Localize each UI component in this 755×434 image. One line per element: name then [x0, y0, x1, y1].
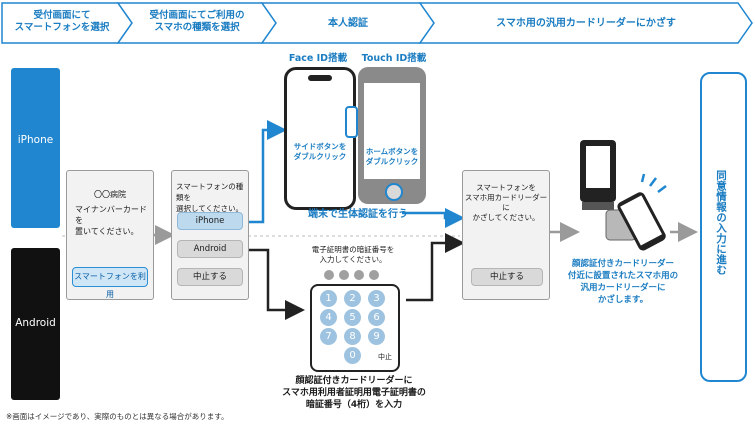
pin-key[interactable]: 5	[344, 309, 361, 326]
side-button-highlight	[345, 106, 358, 138]
iphone-row-bar	[11, 68, 60, 228]
pin-dots	[306, 270, 400, 280]
reception-screen-1: 〇〇病院 マイナンバーカードを 置いてください。 スマートフォンを利用	[66, 170, 154, 300]
face-id-phone: サイドボタンを ダブルクリック	[284, 67, 356, 210]
pin-key[interactable]: 1	[320, 290, 337, 307]
pin-key[interactable]: 7	[320, 328, 337, 345]
select-type-message: スマートフォンの種類を 選択してください。	[176, 182, 244, 213]
android-row-bar	[11, 248, 60, 400]
final-step-box	[700, 72, 747, 382]
pin-key[interactable]: 6	[368, 309, 385, 326]
touch-id-hint: ホームボタンを ダブルクリック	[365, 147, 419, 166]
reception-screen-2: スマートフォンの種類を 選択してください。 iPhone Android 中止す…	[171, 170, 249, 300]
step-1-label: 受付画面にて スマートフォンを選択	[14, 10, 110, 33]
pin-key[interactable]: 2	[344, 290, 361, 307]
pin-key[interactable]: 0	[344, 347, 361, 364]
cancel-button[interactable]: 中止する	[177, 268, 243, 286]
pin-caption: 顔認証付きカードリーダーに スマホ用利用者証明用電子証明書の 暗証番号（4桁）を…	[282, 376, 426, 410]
home-button-icon	[385, 183, 403, 201]
cancel-button-2[interactable]: 中止する	[471, 268, 543, 286]
arrow-android-to-pin	[246, 248, 305, 320]
step-2-label: 受付画面にてご利用の スマホの種類を選択	[149, 10, 245, 33]
arrow-iphone-to-phones	[246, 120, 287, 224]
step-4-label: スマホ用の汎用カードリーダーにかざす	[496, 18, 676, 29]
dynamic-island	[308, 75, 332, 81]
iphone-row-label: iPhone	[17, 134, 54, 146]
arrow-phones-to-screen4	[402, 208, 465, 228]
biometric-caption: 端末で生体認証を行う	[308, 209, 408, 220]
pin-dot	[354, 270, 364, 280]
touch-id-phone: ホームボタンを ダブルクリック	[358, 67, 426, 204]
use-smartphone-button[interactable]: スマートフォンを利用	[72, 267, 148, 299]
footnote: ※画面はイメージであり、実際のものとは異なる場合があります。	[6, 412, 229, 421]
arrow-pin-to-screen4	[406, 233, 465, 302]
reception-screen-4: スマートフォンを スマホ用カードリーダーに かざしてください。 中止する	[462, 170, 550, 300]
face-id-hint: サイドボタンを ダブルクリック	[293, 142, 347, 161]
face-id-label: Face ID搭載	[288, 53, 348, 64]
step-bar	[1, 2, 753, 44]
pin-dot	[339, 270, 349, 280]
smartphone-icon	[617, 192, 666, 251]
pin-dot	[324, 270, 334, 280]
card-reader-illustration	[580, 140, 667, 251]
iphone-button[interactable]: iPhone	[177, 212, 243, 230]
hold-phone-message: スマートフォンを スマホ用カードリーダーに かざしてください。	[464, 183, 548, 222]
pin-message: 電子証明書の暗証番号を 入力してください。	[311, 245, 395, 264]
hospital-name: 〇〇病院	[94, 190, 126, 199]
pin-cancel[interactable]: 中止	[378, 353, 392, 361]
pin-key[interactable]: 9	[368, 328, 385, 345]
place-card-message: マイナンバーカードを 置いてください。	[75, 205, 147, 236]
step-4-chevron	[418, 2, 753, 44]
pin-dot	[369, 270, 379, 280]
step-3-label: 本人認証	[328, 18, 368, 29]
android-row-label: Android	[15, 317, 56, 329]
pin-key[interactable]: 8	[344, 328, 361, 345]
pin-key[interactable]: 4	[320, 309, 337, 326]
touch-id-label: Touch ID搭載	[361, 53, 427, 64]
reader-caption: 顔認証付きカードリーダー 付近に設置されたスマホ用の 汎用カードリーダーに かざ…	[567, 259, 679, 305]
final-step-label: 同意情報の入力に進む	[715, 170, 727, 275]
android-button[interactable]: Android	[177, 240, 243, 258]
pin-key[interactable]: 3	[368, 290, 385, 307]
touch-id-screen	[364, 83, 420, 179]
